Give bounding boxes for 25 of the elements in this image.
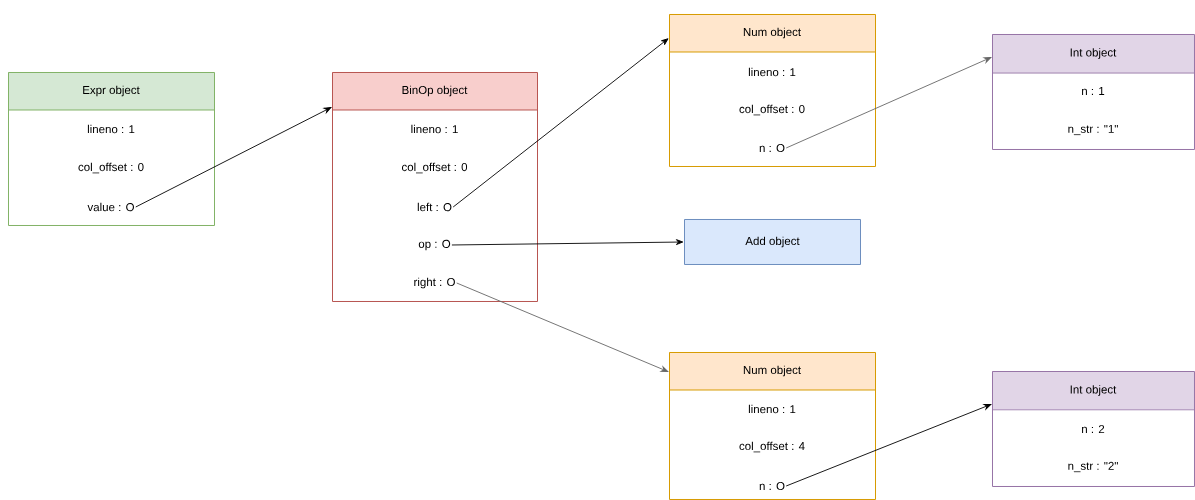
attribute-text: value : O [87,202,134,212]
attribute-text: n_str : "2" [1068,461,1118,473]
attribute-text: col_offset : 0 [739,104,805,116]
arrow [451,239,684,246]
attribute-text: left : O [417,202,452,212]
attribute-text: col_offset : 4 [739,441,805,453]
arrow [785,404,992,487]
attribute-text: lineno : 1 [411,124,458,134]
attribute-text: n : O [759,481,785,491]
attribute-text: n : 2 [1082,425,1105,433]
arrow [785,57,992,149]
attribute-text: col_offset : 0 [78,162,144,174]
attribute-text: n_str : "1" [1068,124,1118,136]
attribute-text: op : O [418,239,451,251]
arrow [135,107,332,208]
attribute-text: lineno : 1 [748,404,796,414]
attribute-text: lineno : 1 [87,124,135,134]
attribute-text: n : 1 [1082,87,1105,95]
arrow [456,282,669,372]
attribute-text: col_offset : 0 [401,162,468,174]
attribute-text: lineno : 1 [748,67,796,77]
attribute-text: n : O [759,143,785,153]
object-box: Add object [684,219,861,265]
attribute-text: right : O [414,277,455,289]
arrow [452,38,669,208]
